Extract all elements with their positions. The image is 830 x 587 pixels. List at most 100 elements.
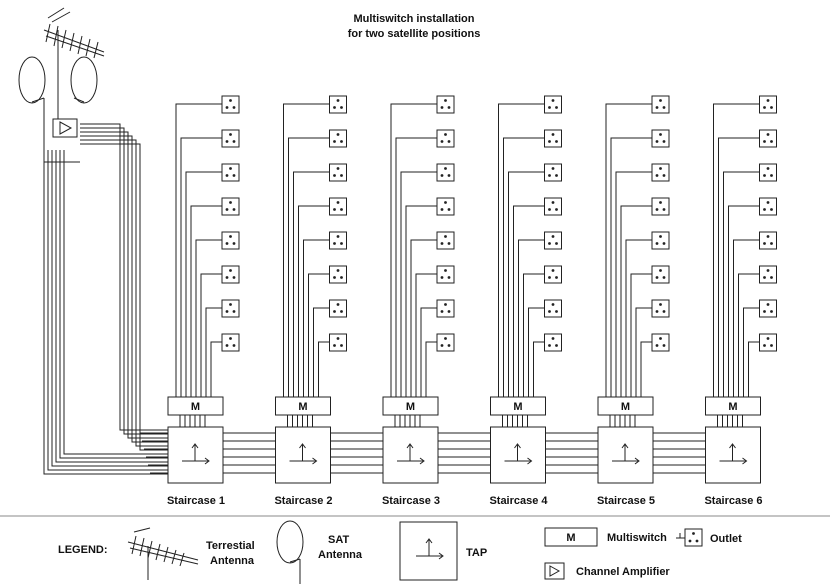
legend-amplifier-label: Channel Amplifier — [576, 566, 670, 578]
outlet-icon — [759, 129, 777, 148]
outlet-icon — [544, 163, 562, 182]
sat-antenna-icon — [18, 56, 46, 154]
outlet-icon — [544, 197, 562, 216]
trunk-cable-bundle — [43, 123, 168, 475]
legend-multiswitch-icon — [544, 527, 598, 547]
outlet-icon — [329, 333, 347, 352]
outlet-icon — [221, 299, 240, 318]
outlet-icon — [329, 299, 347, 318]
outlet-icon — [759, 299, 777, 318]
staircase-1: M — [167, 95, 276, 484]
outlet-icon — [544, 231, 562, 250]
sat-antenna-icon — [70, 56, 98, 104]
legend-sat-antenna-icon — [276, 520, 304, 584]
outlet-icon — [544, 265, 562, 284]
staircase-label: Staircase 4 — [489, 495, 548, 507]
tap-box — [382, 426, 439, 484]
outlet-icon — [651, 129, 670, 148]
outlet-icon — [651, 299, 670, 318]
multiswitch-box: M — [705, 396, 761, 416]
staircase-label: Staircase 6 — [704, 495, 762, 507]
tap-box — [167, 426, 224, 484]
outlet-icon — [544, 95, 562, 114]
staircase-4: M — [490, 95, 598, 484]
outlet-icon — [221, 231, 240, 250]
terrestrial-antenna-icon — [43, 7, 105, 120]
multiswitch-box: M — [597, 396, 654, 416]
staircase-label: Staircase 2 — [274, 495, 332, 507]
title-line-1: Multiswitch installation — [353, 13, 474, 25]
outlet-icon — [329, 197, 347, 216]
tap-box — [705, 426, 761, 484]
outlet-icon — [651, 333, 670, 352]
outlet-icon — [759, 265, 777, 284]
legend-outlet-label: Outlet — [710, 533, 742, 545]
outlet-icon — [651, 265, 670, 284]
channel-amplifier-icon — [52, 118, 78, 138]
staircase-3: M — [382, 95, 491, 484]
outlet-icon — [651, 163, 670, 182]
outlet-icon — [221, 197, 240, 216]
outlet-icon — [329, 265, 347, 284]
outlet-icon — [651, 197, 670, 216]
outlet-icon — [436, 333, 455, 352]
outlet-icon — [759, 163, 777, 182]
multiswitch-box: M — [275, 396, 331, 416]
outlet-icon — [329, 163, 347, 182]
outlet-icon — [759, 333, 777, 352]
outlet-icon — [221, 95, 240, 114]
multiswitch-label: M — [406, 401, 415, 413]
tap-box — [597, 426, 654, 484]
multiswitch-label: M — [513, 401, 522, 413]
multiswitch-label: M — [191, 401, 200, 413]
outlet-icon — [436, 129, 455, 148]
outlet-icon — [544, 333, 562, 352]
outlet-icon — [436, 197, 455, 216]
outlet-icon — [759, 231, 777, 250]
outlet-icon — [221, 333, 240, 352]
outlet-icon — [221, 265, 240, 284]
title-line-2: for two satellite positions — [348, 28, 481, 40]
staircase-5: M — [597, 95, 706, 484]
legend-terrestrial-label-2: Antenna — [210, 555, 255, 567]
outlet-icon — [221, 129, 240, 148]
multiswitch-label: M — [298, 401, 307, 413]
staircase-label: Staircase 3 — [382, 495, 440, 507]
multiswitch-box: M — [382, 396, 439, 416]
outlet-icon — [436, 163, 455, 182]
outlet-icon — [329, 95, 347, 114]
outlet-icon — [651, 95, 670, 114]
outlet-icon — [759, 95, 777, 114]
legend-sat-label-2: Antenna — [318, 549, 363, 561]
outlet-icon — [544, 299, 562, 318]
outlet-icon — [329, 231, 347, 250]
outlet-icon — [436, 231, 455, 250]
staircase-labels: Staircase 1 Staircase 2 Staircase 3 Stairca… — [167, 495, 763, 507]
legend-multiswitch-box-label: M — [566, 532, 575, 544]
multiswitch-label: M — [728, 401, 737, 413]
legend-amplifier-icon — [544, 562, 565, 580]
multiswitch-box: M — [167, 396, 224, 416]
outlet-icon — [651, 231, 670, 250]
legend-outlet-icon — [676, 528, 703, 547]
legend-terrestrial-antenna-icon — [127, 527, 199, 580]
staircase-label: Staircase 1 — [167, 495, 225, 507]
outlet-icon — [544, 129, 562, 148]
legend-heading: LEGEND: — [58, 544, 108, 556]
outlet-icon — [436, 299, 455, 318]
legend-tap-label: TAP — [466, 547, 487, 559]
legend-tap-icon — [399, 521, 458, 581]
multiswitch-label: M — [621, 401, 630, 413]
outlet-icon — [759, 197, 777, 216]
staircase-2: M — [275, 95, 383, 484]
legend-sat-label-1: SAT — [328, 534, 349, 546]
tap-box — [275, 426, 331, 484]
tap-box — [490, 426, 546, 484]
staircase-6: M — [705, 95, 777, 484]
legend-multiswitch-label: Multiswitch — [607, 532, 667, 544]
outlet-icon — [221, 163, 240, 182]
legend-terrestrial-label-1: Terrestial — [206, 540, 255, 552]
